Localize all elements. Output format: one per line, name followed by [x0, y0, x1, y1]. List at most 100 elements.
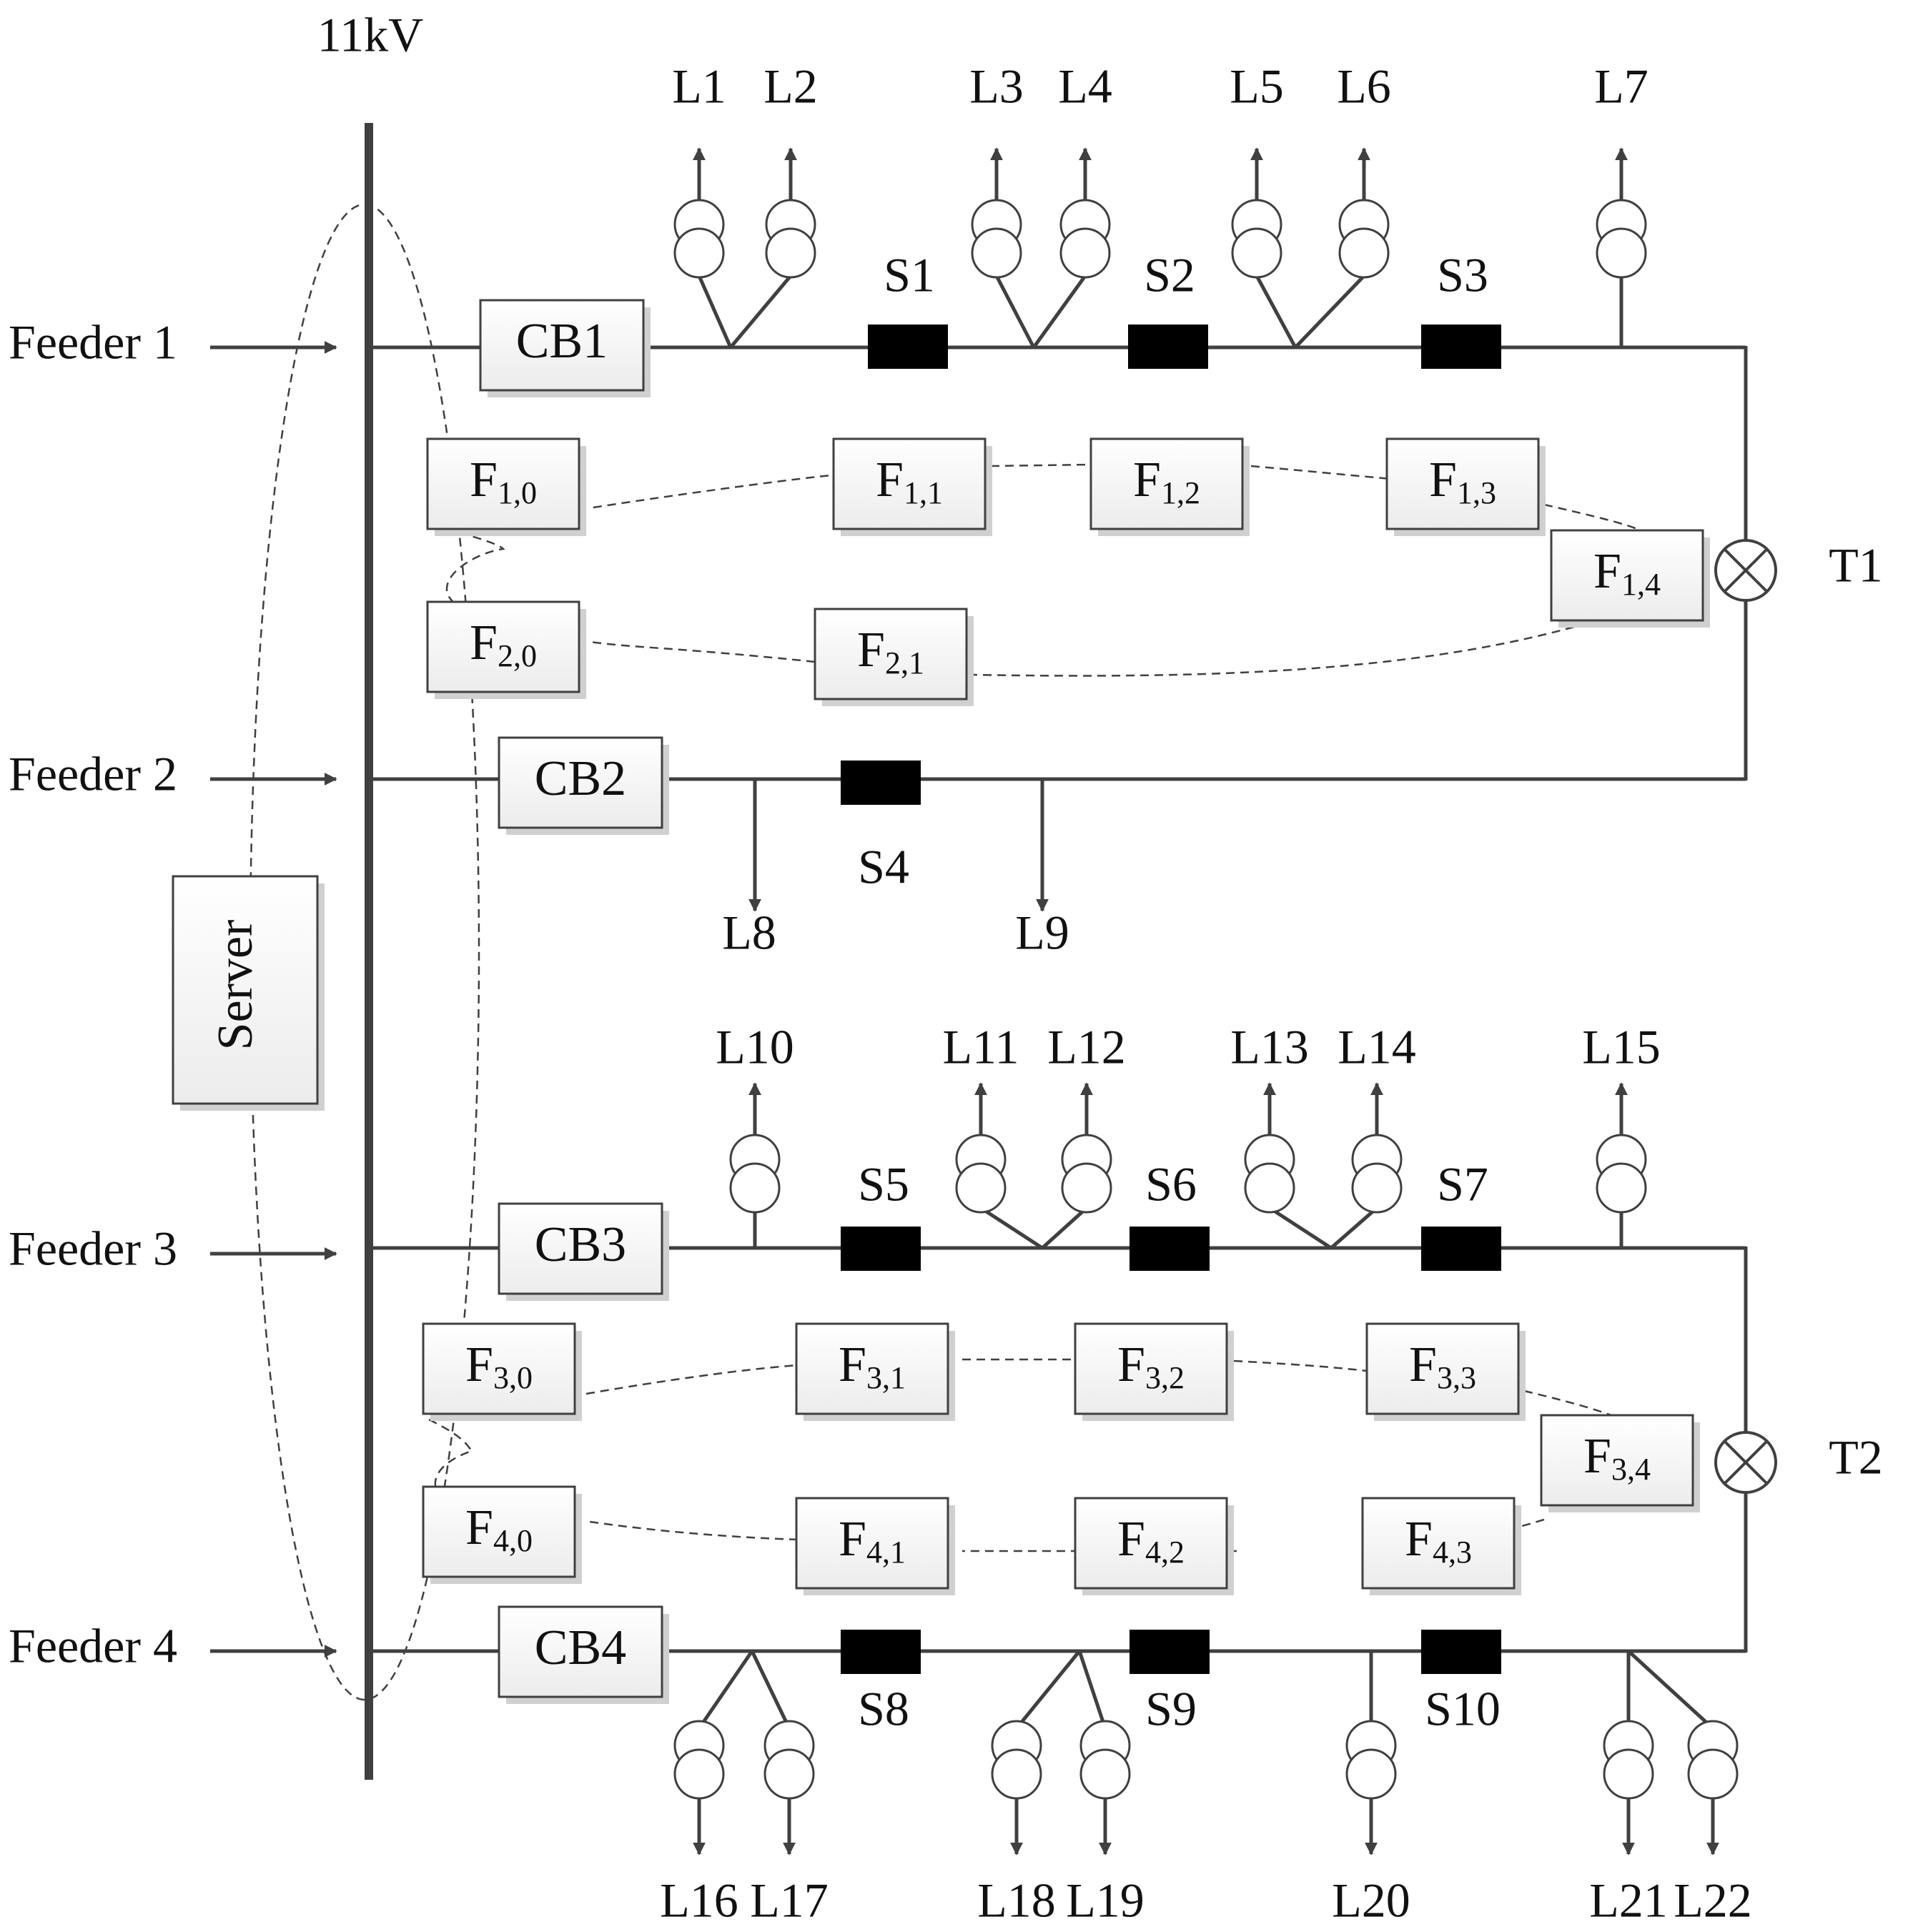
switch-s2[interactable] — [1128, 325, 1208, 369]
unit-subscript-f-2-0: 2,0 — [498, 638, 537, 673]
unit-subscript-f-3-1: 3,1 — [866, 1360, 906, 1395]
winding-secondary — [1338, 227, 1390, 279]
tap-l6 — [1294, 274, 1365, 349]
switch-s6[interactable] — [1130, 1227, 1210, 1271]
load-l7-label: L7 — [1594, 59, 1649, 114]
server-box[interactable]: Server — [172, 875, 325, 1111]
unit-f-2-1[interactable]: F2,1 — [814, 608, 974, 706]
tap-l1 — [697, 274, 733, 349]
switch-s4[interactable] — [841, 761, 921, 805]
unit-f-4-0[interactable]: F4,0 — [422, 1485, 582, 1584]
load-l13-label: L13 — [1230, 1020, 1309, 1074]
load-l12-label: L12 — [1047, 1020, 1126, 1074]
switch-s7[interactable] — [1421, 1227, 1501, 1271]
tap-l19 — [1077, 1650, 1107, 1729]
unit-f-4-1[interactable]: F4,1 — [795, 1497, 955, 1595]
unit-f-3-3[interactable]: F3,3 — [1365, 1322, 1526, 1421]
unit-f-4-2[interactable]: F4,2 — [1074, 1497, 1234, 1595]
unit-f-1-4[interactable]: F1,4 — [1550, 529, 1710, 628]
breaker-cb4[interactable]: CB4 — [498, 1605, 669, 1704]
feeder-label-4: Feeder 4 — [9, 1619, 177, 1673]
breaker-cb3[interactable]: CB3 — [498, 1202, 669, 1301]
switch-s8[interactable] — [841, 1630, 921, 1674]
unit-f-3-2[interactable]: F3,2 — [1074, 1322, 1234, 1421]
switch-label-s8: S8 — [858, 1682, 909, 1736]
unit-subscript-f-1-2: 1,2 — [1161, 475, 1200, 510]
transformer-l1-icon — [673, 199, 725, 279]
breaker-cb1-frame — [479, 299, 645, 392]
switch-s10[interactable] — [1421, 1630, 1501, 1674]
server-bus-link — [249, 203, 480, 1701]
unit-f-3-1[interactable]: F3,1 — [795, 1322, 955, 1421]
tap-l2 — [729, 274, 792, 349]
tap-l16 — [697, 1650, 754, 1730]
winding-secondary — [1687, 1748, 1739, 1800]
unit-f-1-1[interactable]: F1,1 — [832, 437, 992, 536]
winding-secondary — [971, 227, 1022, 279]
unit-f-1-2[interactable]: F1,2 — [1089, 437, 1250, 536]
winding-secondary — [1596, 227, 1647, 279]
unit-f-3-4[interactable]: F3,4 — [1540, 1414, 1700, 1512]
transformer-l13-icon — [1244, 1134, 1295, 1214]
unit-f-4-3-frame — [1361, 1497, 1516, 1590]
load-l21-label: L21 — [1589, 1873, 1668, 1928]
transformer-l7-icon — [1596, 199, 1647, 279]
unit-f-2-1-frame — [814, 608, 968, 700]
breaker-cb3-frame — [498, 1202, 663, 1295]
unit-f-1-4-frame — [1550, 529, 1704, 622]
load-l20-label: L20 — [1332, 1873, 1410, 1928]
transformer-l10-icon — [729, 1134, 781, 1214]
unit-subscript-f-1-4: 1,4 — [1621, 567, 1661, 602]
unit-f-4-3[interactable]: F4,3 — [1361, 1497, 1521, 1595]
transformer-l21-icon — [1603, 1720, 1654, 1800]
winding-secondary — [729, 1162, 781, 1214]
winding-secondary — [991, 1748, 1042, 1800]
transformer-l4-icon — [1059, 199, 1111, 279]
unit-subscript-f-3-2: 3,2 — [1145, 1360, 1185, 1395]
unit-f-1-3[interactable]: F1,3 — [1385, 437, 1546, 536]
switch-s1[interactable] — [868, 325, 948, 369]
unit-f-1-1-frame — [832, 437, 987, 530]
unit-subscript-f-3-3: 3,3 — [1437, 1360, 1476, 1395]
transformer-l11-icon — [955, 1134, 1007, 1214]
load-l17-label: L17 — [750, 1873, 829, 1928]
unit-f-2-0[interactable]: F2,0 — [426, 600, 586, 699]
switch-s3[interactable] — [1421, 325, 1501, 369]
feeder-label-2: Feeder 2 — [9, 747, 177, 801]
load-l22-label: L22 — [1674, 1873, 1752, 1928]
switch-label-s5: S5 — [858, 1157, 909, 1212]
unit-subscript-f-1-3: 1,3 — [1457, 475, 1496, 510]
breaker-cb2[interactable]: CB2 — [498, 736, 669, 835]
transformer-t2-icon[interactable] — [1714, 1431, 1777, 1494]
winding-secondary — [1345, 1748, 1397, 1800]
winding-secondary — [1061, 1162, 1112, 1214]
transformer-cross-b — [1723, 548, 1769, 593]
transformer-l12-icon — [1061, 1134, 1112, 1214]
winding-secondary — [1244, 1162, 1295, 1214]
load-l5-label: L5 — [1230, 59, 1284, 114]
breaker-cb1[interactable]: CB1 — [479, 299, 651, 397]
unit-f-4-0-frame — [422, 1485, 576, 1578]
transformer-l19-icon — [1079, 1720, 1131, 1800]
winding-secondary — [763, 1748, 815, 1800]
tap-l18 — [1015, 1650, 1081, 1730]
unit-f-3-2-frame — [1074, 1322, 1228, 1415]
breaker-cb2-frame — [498, 736, 663, 829]
breaker-label-cb3: CB3 — [535, 1217, 626, 1272]
transformer-t1-icon[interactable] — [1714, 539, 1777, 602]
switch-label-s6: S6 — [1145, 1157, 1197, 1212]
transformer-l17-icon — [763, 1720, 815, 1800]
switch-s9[interactable] — [1130, 1630, 1210, 1674]
tap-l11 — [979, 1206, 1044, 1250]
unit-f-3-0[interactable]: F3,0 — [422, 1322, 582, 1421]
switch-s5[interactable] — [841, 1227, 921, 1271]
load-l2-label: L2 — [763, 59, 818, 114]
tap-l5 — [1255, 274, 1297, 349]
winding-secondary — [1079, 1748, 1131, 1800]
load-l4-label: L4 — [1058, 59, 1112, 114]
unit-f-1-0[interactable]: F1,0 — [426, 437, 586, 536]
unit-subscript-f-2-1: 2,1 — [885, 645, 924, 680]
breaker-cb4-frame — [498, 1605, 663, 1698]
